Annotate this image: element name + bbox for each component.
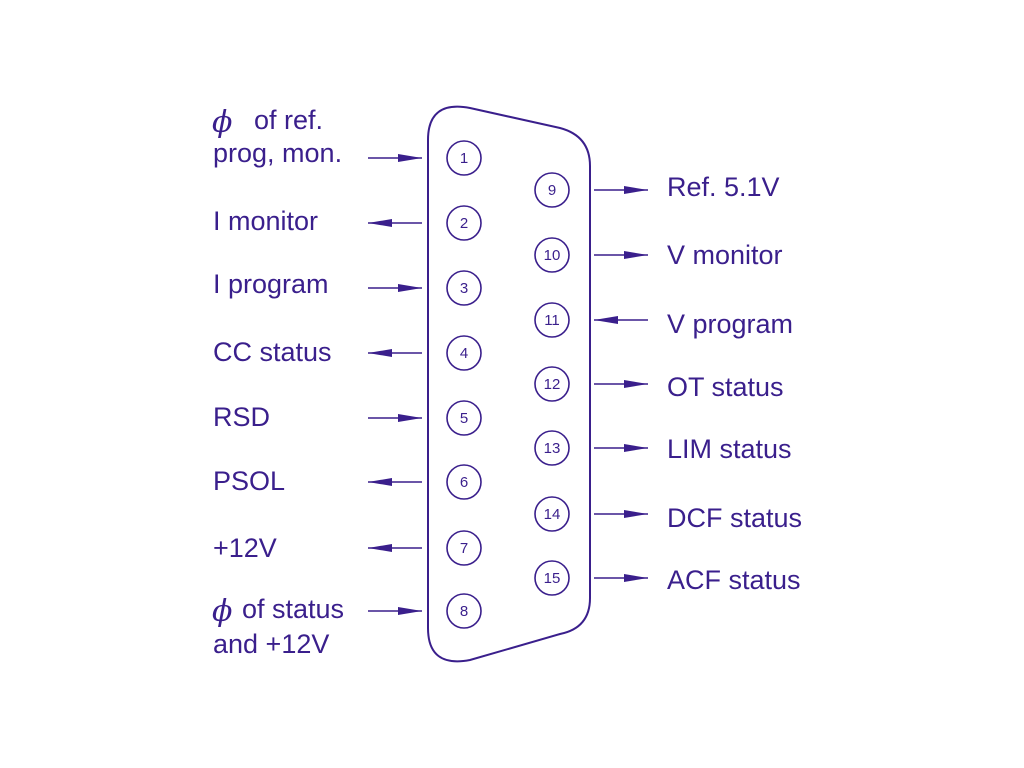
arrow-out-pin-7-head — [368, 544, 392, 552]
pin-14 — [534, 496, 570, 532]
pin-number: 2 — [460, 215, 468, 232]
pin-1 — [446, 140, 482, 176]
pin-number: 3 — [460, 280, 468, 297]
arrow-out-pin-14-head — [624, 510, 648, 518]
pin-6-label: PSOL — [213, 466, 285, 496]
arrow-in-pin-1-head — [398, 154, 422, 162]
pin-3-label: I program — [213, 269, 329, 299]
pin-1-label: prog, mon. — [213, 138, 342, 168]
pin-12 — [534, 366, 570, 402]
arrow-in-pin-3-head — [398, 284, 422, 292]
pin-number: 12 — [544, 376, 561, 393]
pin-11 — [534, 302, 570, 338]
pin-12-label: OT status — [667, 372, 784, 402]
pin-number: 7 — [460, 540, 468, 557]
pin-4 — [446, 335, 482, 371]
pin-number: 6 — [460, 474, 468, 491]
pin-14-label: DCF status — [667, 503, 802, 533]
pin-9 — [534, 172, 570, 208]
arrow-in-pin-8-head — [398, 607, 422, 615]
pin-number: 15 — [544, 570, 561, 587]
connector-shell — [427, 105, 591, 663]
pin-1-label: of ref. — [254, 105, 323, 135]
pin-5 — [446, 400, 482, 436]
pin-10 — [534, 237, 570, 273]
pin-2-label: I monitor — [213, 206, 318, 236]
pin-number: 9 — [548, 182, 556, 199]
arrow-out-pin-2-head — [368, 219, 392, 227]
pin-number: 11 — [544, 312, 560, 329]
arrow-out-pin-15-head — [624, 574, 648, 582]
pin-6 — [446, 464, 482, 500]
pin-number: 14 — [544, 506, 561, 523]
arrow-out-pin-9-head — [624, 186, 648, 194]
arrow-in-pin-5-head — [398, 414, 422, 422]
pin-13 — [534, 430, 570, 466]
pin-15 — [534, 560, 570, 596]
pin-number: 13 — [544, 440, 561, 457]
pin-8-label: and +12V — [213, 629, 329, 659]
arrow-out-pin-12-head — [624, 380, 648, 388]
arrow-out-pin-13-head — [624, 444, 648, 452]
pin-number: 4 — [460, 345, 468, 362]
pin-10-label: V monitor — [667, 240, 783, 270]
pin-3 — [446, 270, 482, 306]
pin-8-label: of status — [242, 594, 344, 624]
pin-8 — [446, 593, 482, 629]
pin-4-label: CC status — [213, 337, 332, 367]
arrow-in-pin-11-head — [594, 316, 618, 324]
pin-13-label: LIM status — [667, 434, 792, 464]
phi-symbol: ϕ — [212, 594, 232, 629]
pins: 1 ϕ of ref.prog, mon. 2 I monitor 3 I program 4… — [212, 105, 802, 659]
pin-2 — [446, 205, 482, 241]
pin-number: 10 — [544, 247, 561, 264]
phi-symbol: ϕ — [212, 105, 232, 140]
pin-15-label: ACF status — [667, 565, 801, 595]
pin-7 — [446, 530, 482, 566]
pin-number: 1 — [460, 150, 468, 167]
pin-number: 8 — [460, 603, 468, 620]
arrow-out-pin-10-head — [624, 251, 648, 259]
pin-11-label: V program — [667, 309, 793, 339]
pin-number: 5 — [460, 410, 468, 427]
pin-5-label: RSD — [213, 402, 270, 432]
arrow-out-pin-4-head — [368, 349, 392, 357]
pin-9-label: Ref. 5.1V — [667, 172, 780, 202]
arrow-out-pin-6-head — [368, 478, 392, 486]
pin-7-label: +12V — [213, 533, 277, 563]
